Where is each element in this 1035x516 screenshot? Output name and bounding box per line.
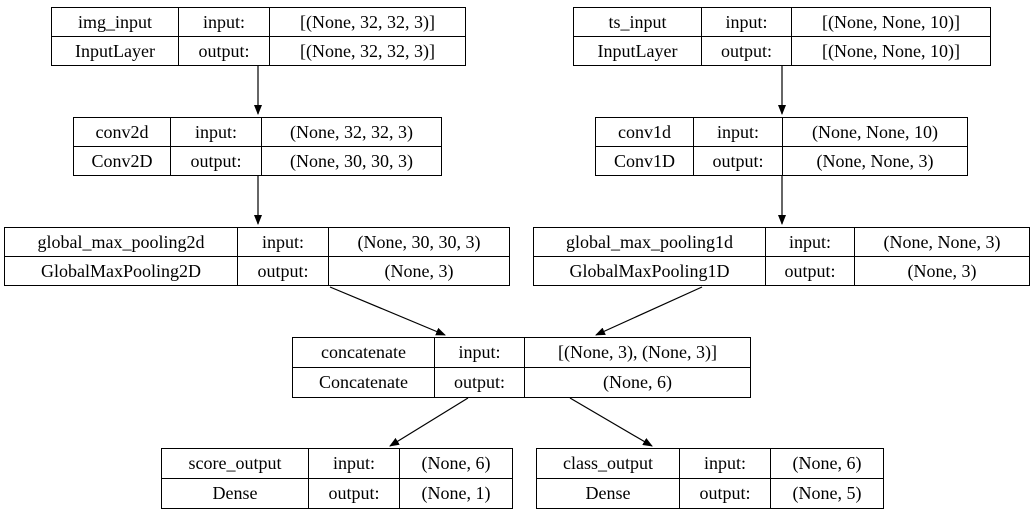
output-shape: (None, 3) [384, 260, 454, 281]
layer-name: conv2d [74, 118, 171, 147]
node-global-max-pooling1d: global_max_pooling1d GlobalMaxPooling1D … [533, 227, 1030, 286]
output-label: output: [694, 146, 783, 175]
node-ts-input: ts_input InputLayer input: output: [(Non… [573, 7, 991, 66]
input-label: input: [766, 228, 855, 257]
output-label: output: [171, 146, 262, 175]
edge-concatenate-to-score-output [389, 397, 469, 447]
input-shape: [(None, 32, 32, 3)] [270, 8, 465, 37]
input-label: input: [171, 118, 262, 147]
output-shape: [(None, 32, 32, 3)] [300, 40, 435, 61]
output-shape: [(None, None, 10)] [822, 40, 960, 61]
output-label: output: [238, 256, 329, 285]
node-score-output: score_output Dense input: output: (None,… [161, 448, 513, 509]
node-concatenate: concatenate Concatenate input: output: [… [292, 337, 751, 398]
output-label: output: [702, 36, 792, 65]
layer-class: InputLayer [574, 36, 702, 65]
layer-name: conv1d [596, 118, 694, 147]
layer-name: score_output [162, 449, 309, 479]
input-label: input: [435, 338, 525, 368]
input-label: input: [702, 8, 792, 37]
input-label: input: [680, 449, 771, 479]
output-shape: (None, 3) [907, 260, 977, 281]
layer-name: global_max_pooling2d [5, 228, 238, 257]
input-shape: (None, 32, 32, 3) [262, 118, 441, 147]
edge-global-max-pooling2d-to-concatenate [329, 286, 446, 336]
edge-global-max-pooling1d-to-concatenate [595, 286, 703, 336]
input-shape: [(None, 3), (None, 3)] [525, 338, 750, 368]
output-shape: (None, 5) [792, 483, 862, 504]
input-shape: (None, 6) [771, 449, 883, 479]
layer-class: Conv2D [74, 146, 171, 175]
input-label: input: [309, 449, 400, 479]
output-label: output: [309, 478, 400, 508]
layer-name: concatenate [293, 338, 435, 368]
node-global-max-pooling2d: global_max_pooling2d GlobalMaxPooling2D … [4, 227, 510, 286]
node-conv1d: conv1d Conv1D input: output: (None, None… [595, 117, 968, 176]
output-label: output: [435, 367, 525, 397]
layer-name: global_max_pooling1d [534, 228, 766, 257]
node-img-input: img_input InputLayer input: output: [(No… [51, 7, 466, 66]
node-conv2d: conv2d Conv2D input: output: (None, 32, … [73, 117, 442, 176]
input-shape: (None, 30, 30, 3) [329, 228, 509, 257]
input-shape: [(None, None, 10)] [792, 8, 990, 37]
input-label: input: [179, 8, 270, 37]
output-shape: (None, 6) [603, 372, 672, 393]
layer-class: Dense [537, 478, 680, 508]
layer-name: ts_input [574, 8, 702, 37]
output-label: output: [680, 478, 771, 508]
layer-class: InputLayer [52, 36, 179, 65]
output-shape: (None, 30, 30, 3) [290, 150, 413, 171]
layer-name: img_input [52, 8, 179, 37]
input-shape: (None, None, 10) [783, 118, 967, 147]
input-shape: (None, 6) [400, 449, 512, 479]
input-label: input: [694, 118, 783, 147]
layer-class: Dense [162, 478, 309, 508]
layer-class: Concatenate [293, 367, 435, 397]
layer-class: GlobalMaxPooling2D [5, 256, 238, 285]
output-shape: (None, 1) [421, 483, 491, 504]
layer-name: class_output [537, 449, 680, 479]
layer-class: GlobalMaxPooling1D [534, 256, 766, 285]
output-label: output: [179, 36, 270, 65]
edge-concatenate-to-class-output [569, 397, 653, 447]
node-class-output: class_output Dense input: output: (None,… [536, 448, 884, 509]
output-label: output: [766, 256, 855, 285]
layer-class: Conv1D [596, 146, 694, 175]
input-label: input: [238, 228, 329, 257]
input-shape: (None, None, 3) [855, 228, 1029, 257]
output-shape: (None, None, 3) [816, 150, 934, 171]
